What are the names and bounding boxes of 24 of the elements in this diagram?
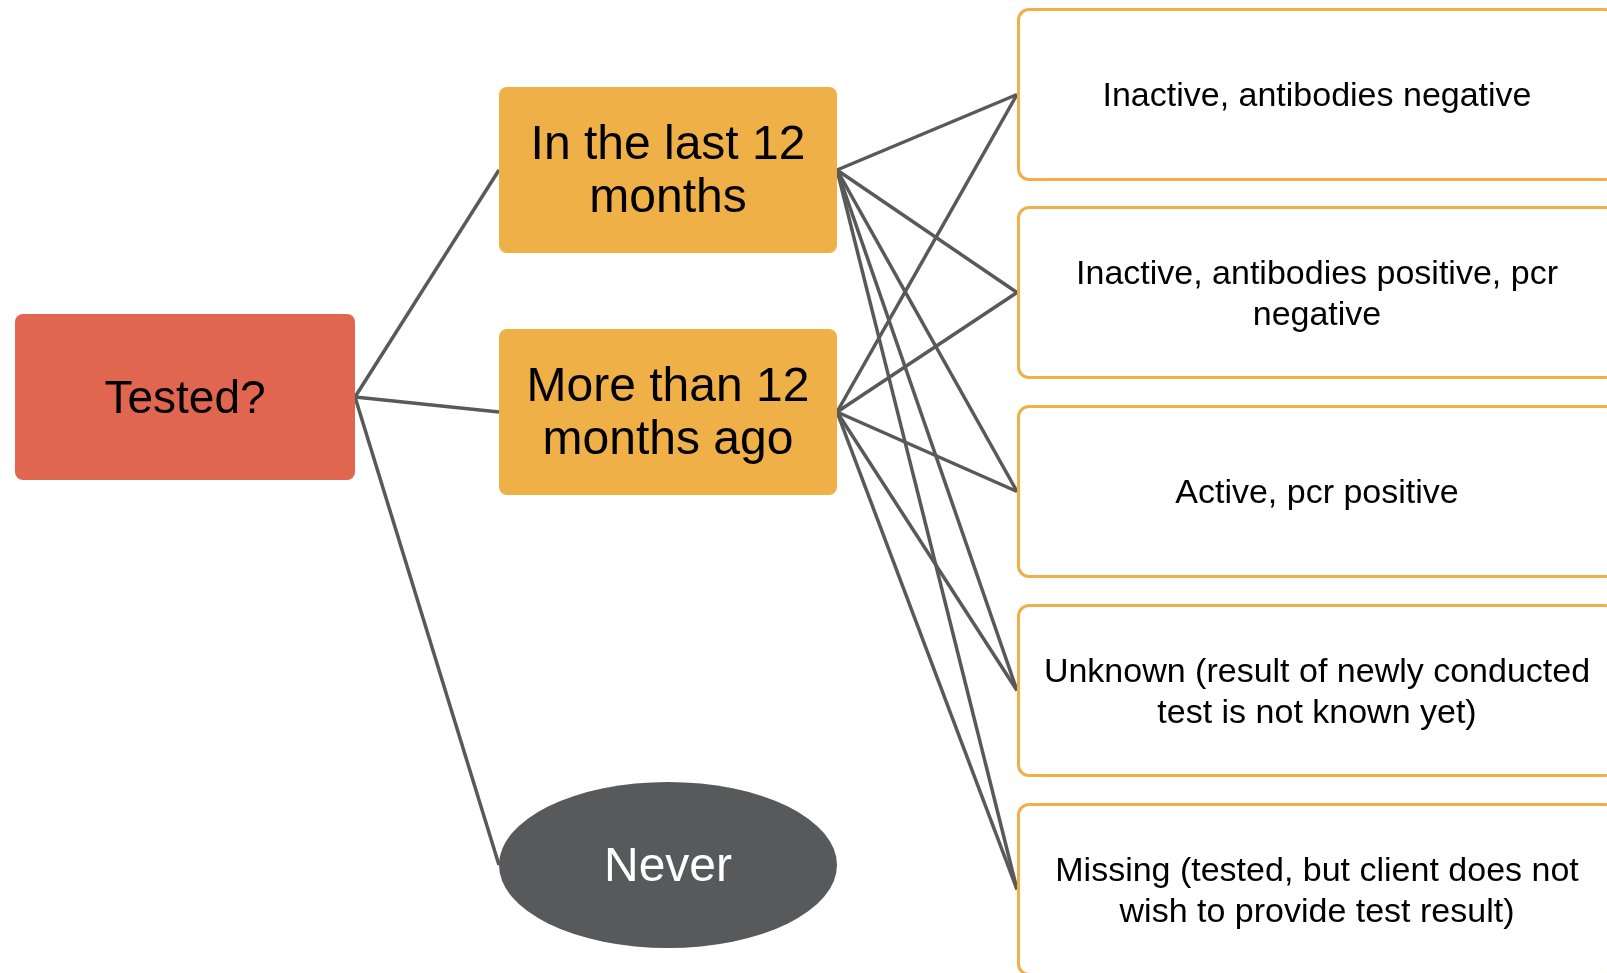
- connector-line: [836, 410, 1018, 494]
- question-box: [15, 314, 355, 480]
- node-label: Never: [603, 837, 732, 893]
- result-box: [1017, 8, 1607, 181]
- node-label: Inactive, antibodies positive, pcr negative: [1075, 251, 1559, 334]
- result-box: [1017, 604, 1607, 777]
- result-box: [1017, 405, 1607, 578]
- node-label: Tested?: [104, 369, 266, 425]
- node-label: In the last 12 months: [529, 117, 807, 223]
- answer-box: [499, 87, 837, 253]
- answer-box: [499, 329, 837, 495]
- connector-line: [836, 291, 1018, 414]
- node-label: Unknown (result of newly conducted test is not known yet): [1042, 649, 1592, 732]
- result-box: [1017, 206, 1607, 379]
- node-label: Missing (tested, but client does not wish to provide test result): [1054, 848, 1580, 931]
- connector-line: [354, 395, 500, 414]
- result-box: [1017, 803, 1607, 973]
- node-label: Active, pcr positive: [1175, 471, 1459, 512]
- connector-line: [836, 92, 1018, 172]
- node-label: Inactive, antibodies negative: [1102, 74, 1532, 115]
- connector-line: [353, 396, 501, 866]
- connector-line: [836, 168, 1018, 294]
- connector-line: [353, 169, 501, 398]
- node-label: More than 12 months ago: [525, 359, 811, 465]
